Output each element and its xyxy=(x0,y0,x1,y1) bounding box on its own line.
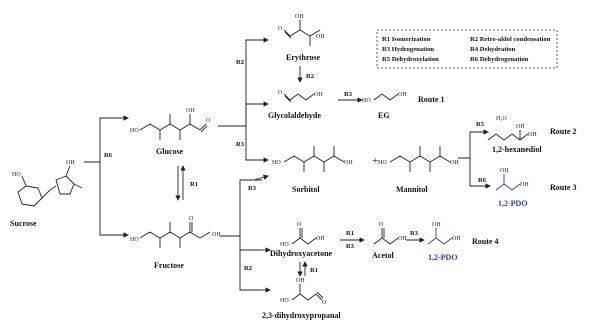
hexanediol-structure xyxy=(487,130,529,141)
legend-r4: R4 Dehydration xyxy=(470,46,516,53)
atom-oh: OH xyxy=(296,278,305,284)
eg-structure xyxy=(373,93,399,101)
atom-oh: OH xyxy=(398,236,407,242)
label-glycolaldehyde: Glycolaldehyde xyxy=(268,111,321,120)
legend-r1: R1 Isomerization xyxy=(382,36,431,43)
atom-oh: OH xyxy=(212,232,221,238)
atom-ho: HO xyxy=(280,242,289,248)
label-fru-r2: R2 xyxy=(244,265,252,272)
label-fructose: Fructose xyxy=(154,261,184,270)
atom-ho: HO xyxy=(130,128,139,134)
glucose-branch-sorb xyxy=(245,126,262,161)
atom-ho: HO xyxy=(378,160,387,166)
mannitol-structure xyxy=(389,146,451,172)
glucose-branch-bracket xyxy=(218,39,262,127)
acetol-structure xyxy=(373,228,399,245)
atom-o: O xyxy=(206,118,211,124)
label-route-1: Route 1 xyxy=(418,95,444,104)
label-fru-r3: R3 xyxy=(248,185,257,192)
label-mannitol: Mannitol xyxy=(396,185,428,194)
label-glu-r3: R3 xyxy=(236,141,245,148)
label-sorbitol: Sorbitol xyxy=(292,185,320,194)
label-dha-r1a: R1 xyxy=(346,230,354,237)
label-glucose: Glucose xyxy=(156,147,184,156)
legend-r5: R5 Dehydroxylation xyxy=(382,56,439,63)
atom-oh: OH xyxy=(316,236,325,242)
atom-o: O xyxy=(379,222,384,228)
polyol-branch-top xyxy=(458,131,486,159)
legend-r2: R2 Retro-aldol condensation xyxy=(470,36,551,43)
atom-h2o: H₂O xyxy=(496,116,507,122)
atom-oh: OH xyxy=(186,108,195,114)
label-route-2: Route 2 xyxy=(550,127,576,136)
label-ace-r3: R3 xyxy=(410,230,419,237)
legend-r3: R3 Hydrogenation xyxy=(382,46,434,53)
atom-o: O xyxy=(297,222,302,228)
atom-ho: HO xyxy=(272,160,281,166)
fructose-branch-dha xyxy=(239,236,262,251)
atom-ho: HO xyxy=(12,172,21,178)
atom-o: O xyxy=(322,300,327,306)
legend-r6: R6 Dehydrogenation xyxy=(470,56,529,63)
label-dha-r3: R3 xyxy=(346,243,355,250)
label-gly-r3: R3 xyxy=(344,91,353,98)
atom-oh: OH xyxy=(520,182,529,188)
label-hexanediol: 1,2-hexanediol xyxy=(492,145,542,154)
glucose-structure xyxy=(139,114,208,140)
sucrose-split-bracket-lower xyxy=(99,162,126,236)
fructose-branch-bracket xyxy=(220,179,262,237)
label-pdo-a: 1,2-PDO xyxy=(498,199,528,208)
label-dhp-r1: R1 xyxy=(310,267,318,274)
label-glu-r2: R2 xyxy=(236,59,244,66)
atom-oh: OH xyxy=(66,160,75,166)
atom-ho: HO xyxy=(280,298,289,304)
atom-oh: OH xyxy=(452,236,461,242)
sucrose-split-bracket xyxy=(84,117,126,163)
dhp-structure xyxy=(291,284,324,301)
erythrose-structure xyxy=(283,20,321,46)
fructose-branch-dhp xyxy=(239,250,262,291)
label-sucrose: Sucrose xyxy=(10,219,37,228)
label-pdo-b: 1,2-PDO xyxy=(428,253,458,262)
atom-oh: OH xyxy=(316,34,325,40)
atom-oh: OH xyxy=(516,124,525,130)
label-dha: Dihydroxyacetone xyxy=(270,249,333,258)
atom-oh: OH xyxy=(344,160,353,166)
label-pdo-r6: R6 xyxy=(478,177,487,184)
label-suc-r6: R6 xyxy=(104,152,113,159)
glycolaldehyde-structure xyxy=(283,93,315,103)
fructose-structure xyxy=(139,222,211,248)
plus-sign: + xyxy=(372,155,378,167)
atom-oh: OH xyxy=(450,160,459,166)
atom-ho: HO xyxy=(362,98,371,104)
atom-oh: OH xyxy=(432,222,441,228)
atom-oh: OH xyxy=(528,132,537,138)
atom-oh: OH xyxy=(398,92,407,98)
label-erythrose: Erythrose xyxy=(286,53,321,62)
label-dhp: 2,3-dihydroxypropanal xyxy=(262,311,341,320)
label-ery-r2: R2 xyxy=(306,73,314,80)
sorbitol-structure xyxy=(283,146,345,172)
arrow-fru-to-sorbitol xyxy=(253,174,269,181)
glucose-branch-gly xyxy=(245,103,262,126)
pdo-b-structure xyxy=(427,228,453,245)
label-acetol: Acetol xyxy=(372,251,395,260)
atom-ho: HO xyxy=(130,237,139,243)
label-eg: EG xyxy=(378,111,390,120)
sucrose-structure xyxy=(17,165,83,207)
atom-oh: OH xyxy=(295,14,304,20)
label-route-4: Route 4 xyxy=(472,237,498,246)
label-route-3: Route 3 xyxy=(550,183,576,192)
atom-oh: OH xyxy=(314,92,323,98)
pdo-a-structure xyxy=(495,174,521,191)
atom-o: O xyxy=(189,216,194,222)
dha-structure xyxy=(291,228,317,245)
atom-o: O xyxy=(278,26,283,32)
label-gf-r1: R1 xyxy=(190,181,198,188)
atom-oh: OH xyxy=(500,168,509,174)
label-hex-r5: R5 xyxy=(476,121,485,128)
legend-box xyxy=(376,29,558,69)
atom-o: O xyxy=(278,90,283,96)
